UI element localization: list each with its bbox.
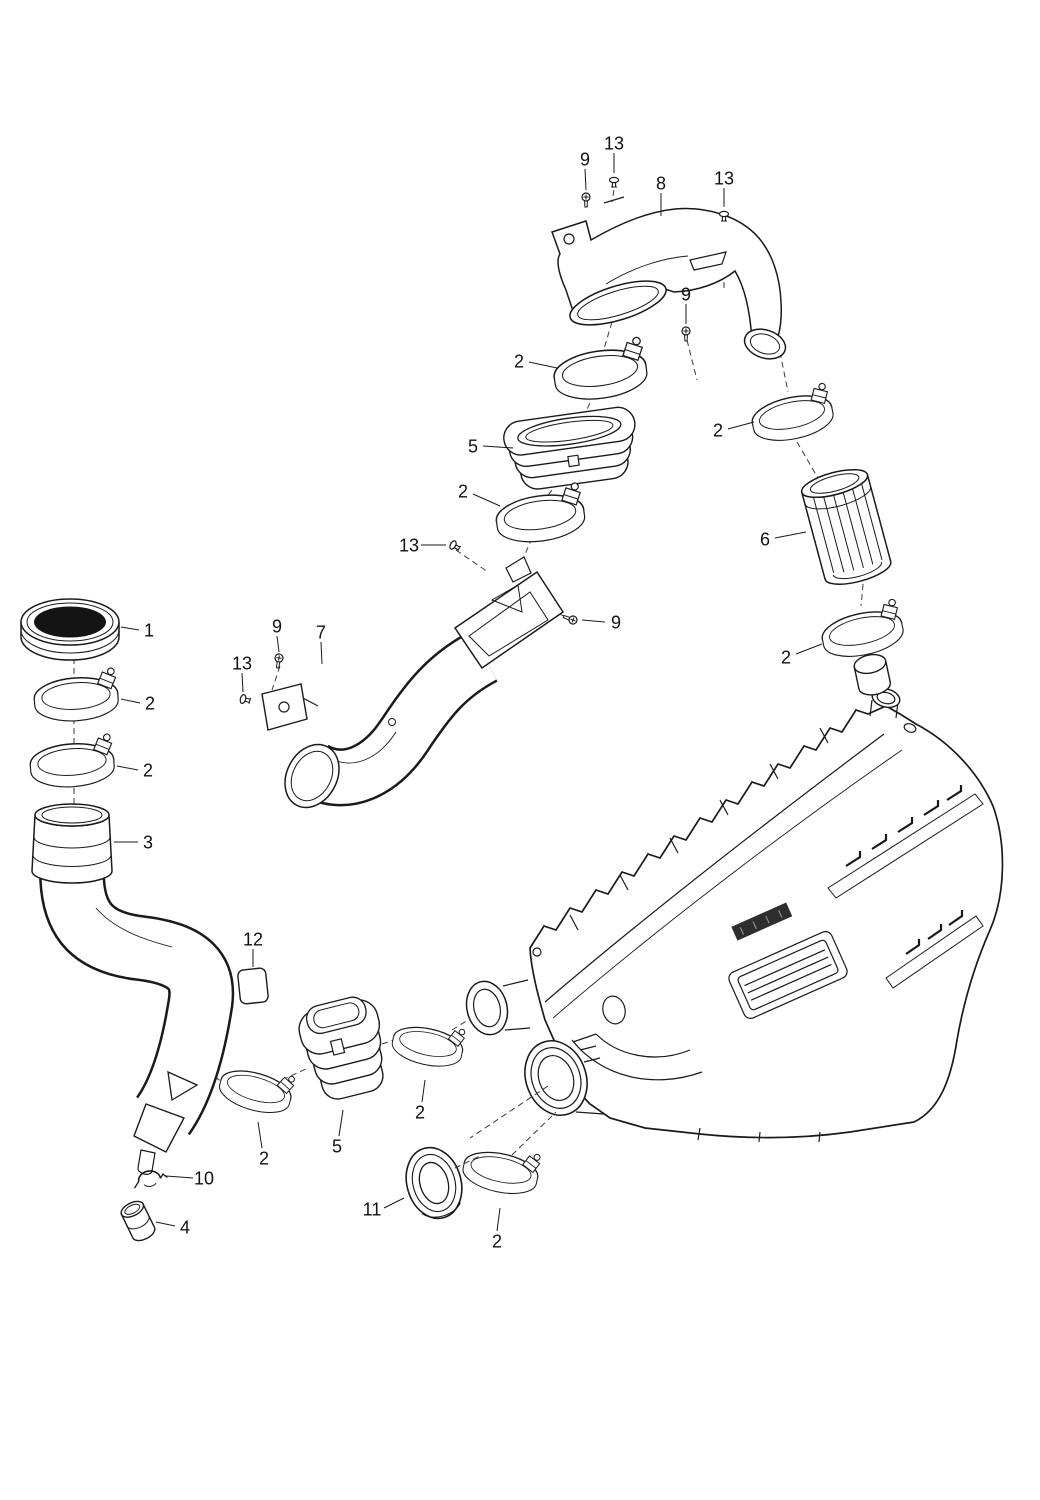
- vent-chevrons-band1: [845, 785, 963, 867]
- callout-label-5-6: 5: [468, 436, 478, 456]
- housing-front-stub: [465, 979, 531, 1036]
- upper-duct-flat-mouth: [569, 280, 667, 326]
- callout-label-4-25: 4: [180, 1217, 190, 1237]
- part-2-hose-clamp: [459, 1136, 546, 1201]
- part-9-screw: [581, 192, 591, 208]
- callout-leader-2-10: [795, 643, 823, 655]
- callout-leader-5-6: [482, 445, 514, 449]
- callout-leader-10-24: [165, 1175, 194, 1179]
- part-10-clamp-clip: [133, 1170, 168, 1189]
- callout-leader-6-9: [774, 531, 807, 539]
- callout-label-2-23: 2: [415, 1102, 425, 1122]
- callout-label-2-10: 2: [781, 647, 791, 667]
- callout-label-9-1: 9: [580, 149, 590, 169]
- upper-duct-fin: [689, 251, 727, 271]
- housing-grille: [728, 931, 848, 1019]
- part-3-intake-sleeve: [31, 803, 113, 884]
- part-2-hose-clamp: [214, 1054, 300, 1121]
- hose-gusset-fin: [167, 1070, 199, 1102]
- part-2-hose-clamp: [27, 729, 119, 791]
- part-2-hose-clamp: [815, 594, 910, 664]
- callout-label-9-12: 9: [611, 612, 621, 632]
- part-5-bellows-lower: [298, 996, 384, 1100]
- part-9-screw: [681, 326, 691, 342]
- part-2-hose-clamp: [549, 332, 653, 406]
- callout-label-9-4: 9: [681, 284, 691, 304]
- callout-leader-2-27: [496, 1207, 501, 1232]
- callout-leader-13-15: [241, 672, 244, 693]
- hose-stub-to-housing: [853, 653, 891, 696]
- part-13-rivet: [608, 176, 620, 188]
- part-12-pad: [237, 967, 269, 1005]
- part-13-rivet: [447, 539, 462, 553]
- part-1-air-filter: [20, 598, 120, 661]
- callout-leader-2-5: [528, 361, 558, 369]
- alignment-dashed-lines-over: [454, 1085, 557, 1169]
- callout-leader-9-12: [581, 619, 606, 623]
- callout-label-6-9: 6: [760, 529, 770, 549]
- cvt-housing-cover: [465, 687, 1004, 1143]
- callout-leader-9-1: [584, 168, 587, 191]
- callout-leader-11-26: [383, 1197, 405, 1209]
- callout-label-2-21: 2: [259, 1148, 269, 1168]
- callout-leader-9-13: [276, 635, 280, 653]
- callout-leader-4-25: [155, 1221, 176, 1227]
- callout-label-7-14: 7: [316, 622, 326, 642]
- callout-leader-2-17: [120, 698, 141, 704]
- callout-leader-5-22: [338, 1109, 344, 1137]
- part-2-hose-clamp: [745, 378, 840, 448]
- callout-label-2-27: 2: [492, 1231, 502, 1251]
- callout-label-2-5: 2: [514, 351, 524, 371]
- callout-label-1-16: 1: [144, 620, 154, 640]
- part-4-cap-plug: [120, 1200, 156, 1242]
- callout-label-9-13: 9: [272, 616, 282, 636]
- intake-hose: [39, 870, 235, 1175]
- duct-flange: [453, 556, 565, 670]
- callout-label-2-18: 2: [143, 760, 153, 780]
- vent-chevrons-band2: [905, 910, 964, 955]
- part-6-vent-filter: [800, 468, 892, 585]
- upper-duct-round-mouth: [743, 328, 787, 360]
- part-5-bellows-upper: [503, 406, 636, 490]
- callout-leader-2-7: [472, 493, 501, 507]
- part-2-hose-clamp: [388, 1012, 470, 1073]
- part-2-hose-clamp: [31, 663, 123, 725]
- part-9-screw: [561, 612, 579, 626]
- callout-label-13-11: 13: [399, 535, 419, 555]
- housing-dark-slot: [731, 902, 793, 941]
- callout-leader-2-8: [727, 421, 755, 430]
- callout-label-5-22: 5: [332, 1136, 342, 1156]
- callout-label-11-26: 11: [363, 1199, 382, 1219]
- callout-leader-2-18: [116, 765, 139, 771]
- callout-label-2-8: 2: [713, 420, 723, 440]
- callout-label-2-7: 2: [458, 481, 468, 501]
- part-7-intake-duct: [261, 556, 565, 809]
- callout-leader-1-16: [120, 626, 140, 631]
- callout-leader-2-23: [421, 1079, 426, 1103]
- duct-mount-plate: [261, 683, 319, 731]
- part-9-screw: [273, 652, 285, 670]
- callout-label-8-2: 8: [656, 173, 666, 193]
- housing-snout-outlet: [524, 1033, 605, 1116]
- part-8-upper-duct: [551, 196, 787, 360]
- callout-label-12-20: 12: [243, 929, 263, 949]
- duct-inlet-opening: [284, 743, 340, 809]
- callout-label-13-3: 13: [714, 168, 734, 188]
- callout-label-10-24: 10: [194, 1168, 214, 1188]
- callout-label-13-15: 13: [232, 653, 252, 673]
- hose-nozzle-end: [133, 1103, 185, 1153]
- callout-leader-7-14: [320, 641, 323, 665]
- part-11-seal-ring: [405, 1146, 463, 1220]
- callout-label-13-0: 13: [604, 133, 624, 153]
- callout-label-2-17: 2: [145, 693, 155, 713]
- callout-label-3-19: 3: [143, 832, 153, 852]
- callout-leader-2-21: [257, 1121, 263, 1149]
- part-13-rivet: [238, 693, 252, 706]
